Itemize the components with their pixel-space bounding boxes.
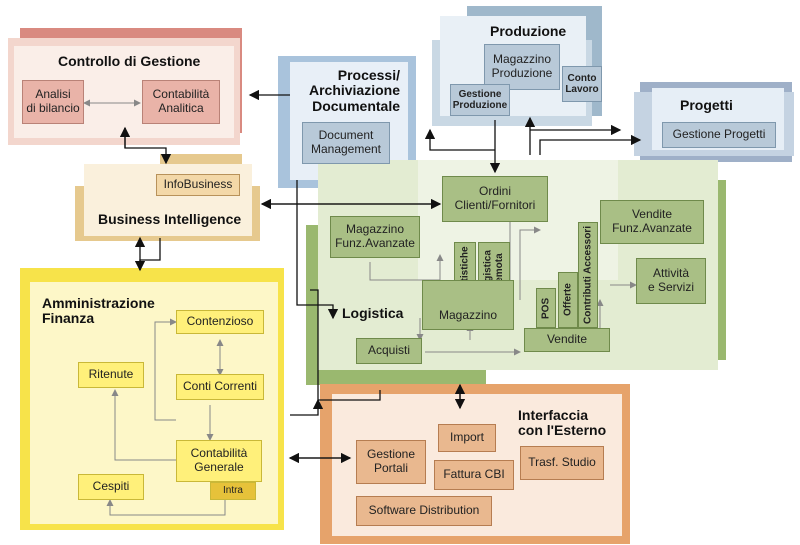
magazzino-produzione-box[interactable]: Magazzino Produzione (484, 44, 560, 90)
magazzino-funz-avanzate-box[interactable]: Magazzino Funz.Avanzate (330, 216, 420, 258)
vendite-box[interactable]: Vendite (524, 328, 610, 352)
contenzioso-box[interactable]: Contenzioso (176, 310, 264, 334)
produzione-title: Produzione (490, 23, 567, 39)
processi-title: Processi/ Archiviazione Documentale (308, 67, 400, 114)
software-distribution-box[interactable]: Software Distribution (356, 496, 492, 526)
contabilita-analitica-box[interactable]: Contabilità Analitica (142, 80, 220, 124)
fattura-cbi-box[interactable]: Fattura CBI (434, 460, 514, 490)
trasf-studio-box[interactable]: Trasf. Studio (520, 446, 604, 480)
offerte-box[interactable]: Offerte (558, 272, 578, 328)
magazzino-box[interactable]: Magazzino (422, 280, 514, 330)
gestione-progetti-box[interactable]: Gestione Progetti (662, 122, 776, 148)
cespiti-box[interactable]: Cespiti (78, 474, 144, 500)
bi-title: Business Intelligence (98, 211, 242, 227)
amministrazione-title: Amministrazione Finanza (42, 295, 155, 327)
analisi-bilancio-box[interactable]: Analisi di bilancio (22, 80, 84, 124)
attivita-servizi-box[interactable]: Attività e Servizi (636, 258, 706, 304)
conti-correnti-box[interactable]: Conti Correnti (176, 374, 264, 400)
logistica-title: Logistica (342, 305, 404, 321)
gestione-produzione-box[interactable]: Gestione Produzione (450, 84, 510, 116)
interfaccia-title: Interfaccia con l'Esterno (518, 407, 607, 439)
vendite-funz-avanzate-box[interactable]: Vendite Funz.Avanzate (600, 200, 704, 244)
pos-box[interactable]: POS (536, 288, 556, 328)
progetti-title: Progetti (680, 97, 733, 113)
contabilita-generale-box[interactable]: Contabilità Generale (176, 440, 262, 482)
infobusiness-box[interactable]: InfoBusiness (156, 174, 240, 196)
import-box[interactable]: Import (438, 424, 496, 452)
controllo-title: Controllo di Gestione (58, 53, 201, 69)
document-management-box[interactable]: Document Management (302, 122, 390, 164)
acquisti-box[interactable]: Acquisti (356, 338, 422, 364)
gestione-portali-box[interactable]: Gestione Portali (356, 440, 426, 484)
intra-box[interactable]: Intra (210, 482, 256, 500)
ordini-clienti-fornitori-box[interactable]: Ordini Clienti/Fornitori (442, 176, 548, 222)
ritenute-box[interactable]: Ritenute (78, 362, 144, 388)
conto-lavoro-box[interactable]: Conto Lavoro (562, 66, 602, 102)
contributi-accessori-box[interactable]: Contributi Accessori (578, 222, 598, 328)
